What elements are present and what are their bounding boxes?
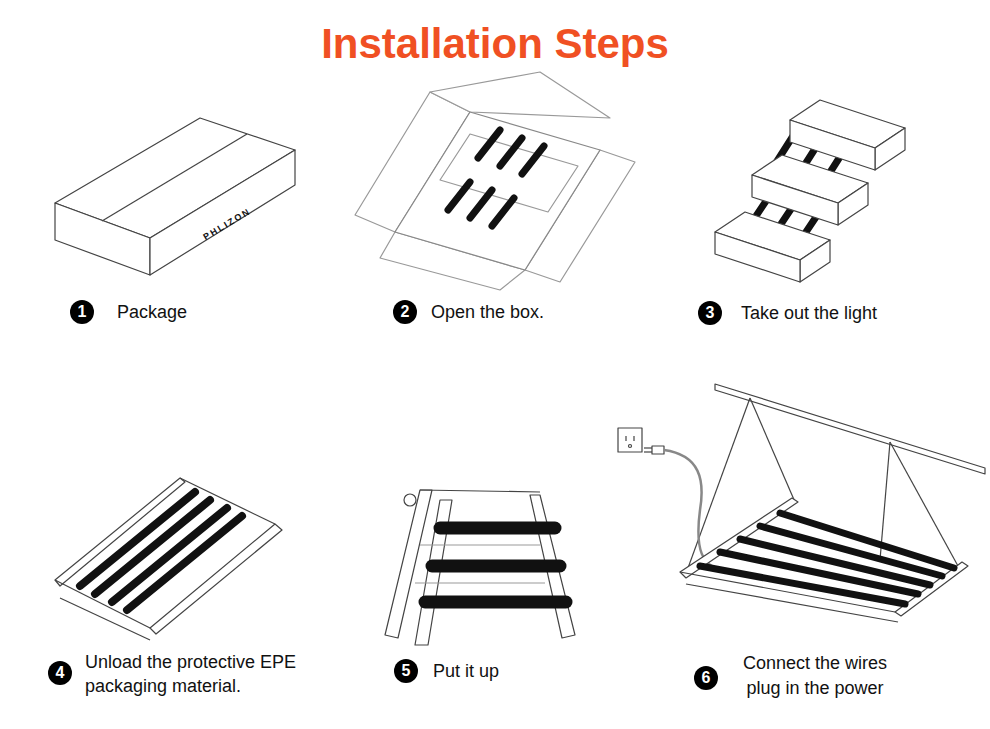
step-number: 6	[694, 666, 718, 690]
step-caption: Connect the wires plug in the power	[727, 651, 903, 701]
step-number: 2	[393, 300, 417, 324]
hanging-light	[618, 384, 985, 622]
step-number: 1	[70, 300, 94, 324]
title: Installation Steps	[0, 18, 990, 70]
step-caption: Put it up	[433, 660, 583, 682]
light-with-foam	[715, 100, 905, 282]
step-number: 4	[48, 661, 72, 685]
callout-number: 3	[706, 305, 715, 321]
folded-light	[385, 490, 575, 645]
step-caption: Take out the light	[741, 302, 941, 324]
callout-number: 1	[78, 304, 87, 320]
step-caption: Open the box.	[431, 301, 611, 323]
callout-number: 4	[56, 665, 65, 681]
callout-number: 5	[402, 663, 411, 679]
step-caption: Unload the protective EPE packaging mate…	[85, 650, 297, 698]
open-box	[355, 72, 635, 290]
step-number: 5	[394, 659, 418, 683]
callout-number: 2	[401, 304, 410, 320]
callout-number: 6	[702, 670, 711, 686]
package-box	[55, 118, 295, 275]
step-number: 3	[698, 301, 722, 325]
step-caption: Package	[117, 301, 267, 323]
light-frame	[55, 478, 282, 640]
